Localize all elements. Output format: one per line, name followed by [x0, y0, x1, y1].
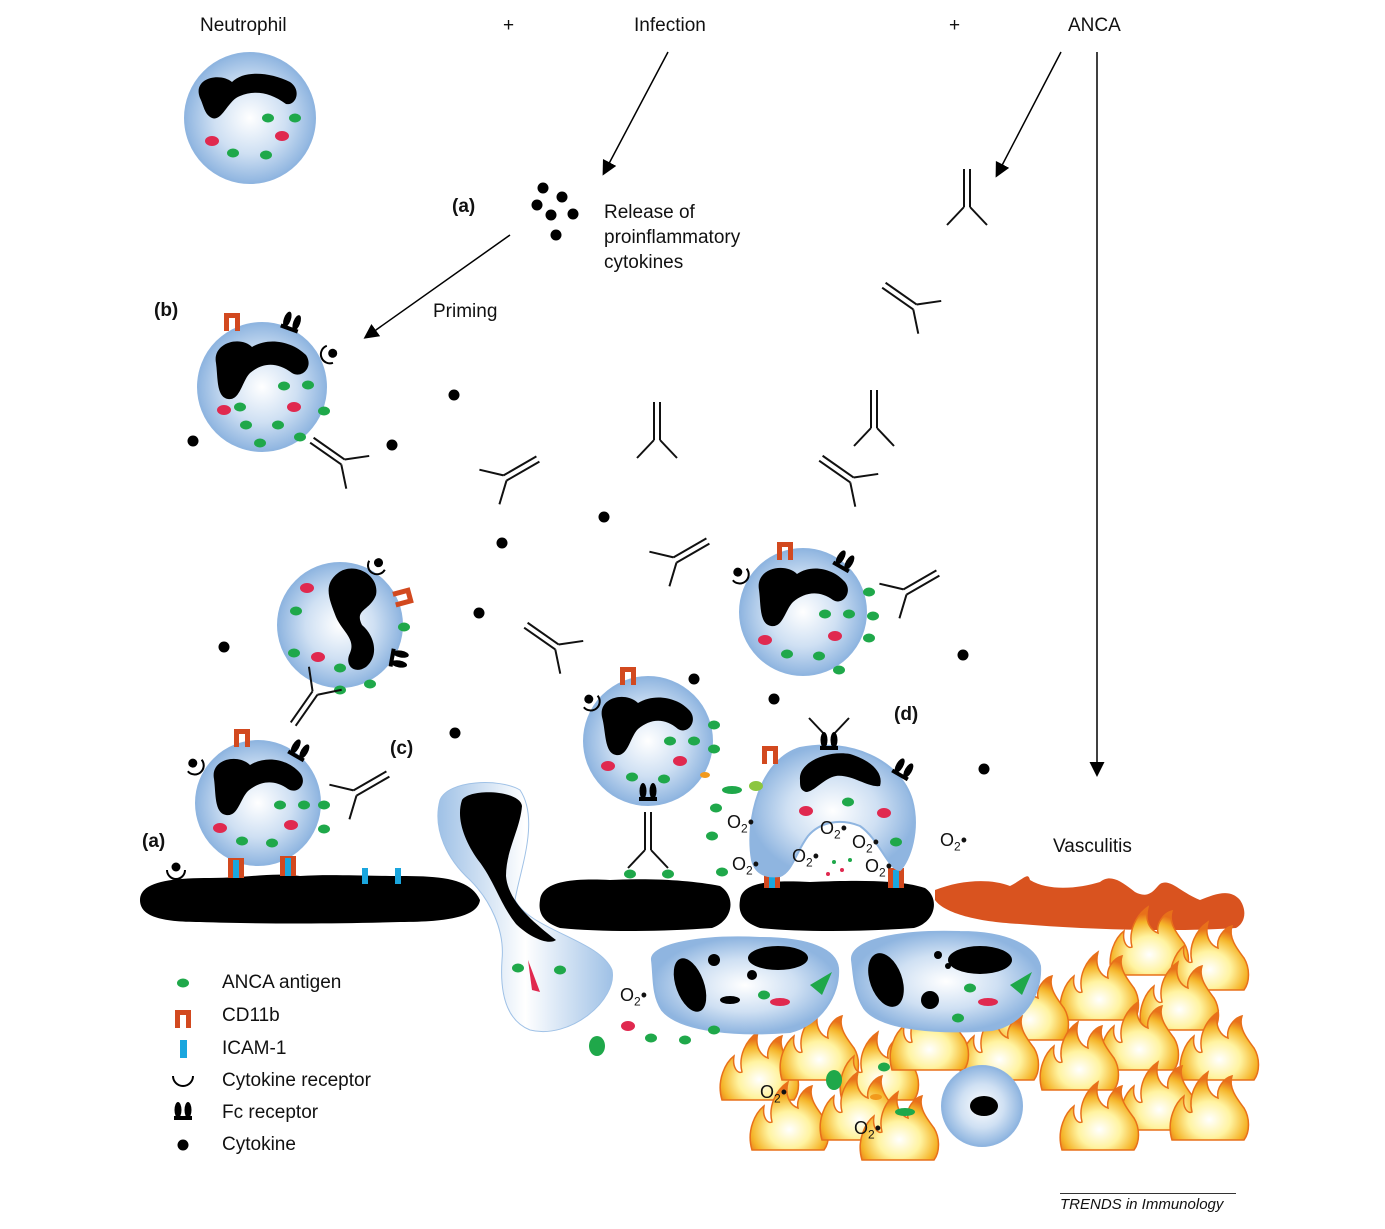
- superoxide-label: O2•: [760, 1082, 788, 1106]
- neutrophil-label: Neutrophil: [200, 15, 287, 36]
- endothelium-left: [140, 856, 480, 924]
- neutrophil-c-lower: [181, 729, 330, 866]
- endothelium-middle: [539, 879, 731, 931]
- neutrophil-d-lower: [749, 732, 916, 878]
- damaged-cell-left: [651, 936, 840, 1035]
- primed-neutrophil: [197, 310, 342, 452]
- released-cytokines: [531, 182, 579, 241]
- legend-label-cytokine-receptor: Cytokine receptor: [222, 1070, 371, 1091]
- legend-label-anca-antigen: ANCA antigen: [222, 972, 342, 993]
- legend-label-fc-receptor: Fc receptor: [222, 1102, 319, 1123]
- vasculitis-label: Vasculitis: [1053, 836, 1132, 857]
- superoxide-label: O2•: [792, 846, 820, 870]
- small-cell: [941, 1065, 1023, 1147]
- release-line-2: proinflammatory: [604, 227, 741, 248]
- cytokine-icon: [177, 1139, 189, 1151]
- superoxide-label: O2•: [820, 818, 848, 842]
- priming-arrow: [363, 234, 511, 339]
- icam-1-icon: [180, 1040, 187, 1058]
- infection-arrow: [602, 51, 669, 176]
- plus-sign-2: +: [949, 15, 961, 36]
- neutrophil-d-upper: [726, 542, 879, 676]
- superoxide-label: O2•: [852, 832, 880, 856]
- endothelium-right: [739, 868, 934, 931]
- superoxide-label: O2•: [865, 856, 893, 880]
- superoxide-label: O2•: [940, 830, 968, 854]
- infection-label: Infection: [634, 15, 706, 36]
- resting-neutrophil: [184, 52, 316, 184]
- bound-antibody-middle: [627, 811, 669, 869]
- journal-credit: TRENDS in Immunology: [1060, 1193, 1236, 1213]
- legend-label-icam-1: ICAM-1: [222, 1038, 287, 1059]
- step-d-label: (d): [894, 704, 919, 725]
- anca-label: ANCA: [1068, 15, 1121, 36]
- step-a-label-top: (a): [452, 196, 476, 217]
- legend-label-cytokine: Cytokine: [222, 1134, 296, 1155]
- release-line-1: Release of: [604, 202, 695, 223]
- legend-label-cd11b: CD11b: [222, 1005, 280, 1026]
- fc-receptor-icon: [174, 1102, 192, 1120]
- anca-arrow: [995, 51, 1062, 178]
- step-a-label-bottom: (a): [142, 831, 166, 852]
- legend-icons: [172, 978, 194, 1151]
- step-c-label: (c): [390, 738, 414, 759]
- plus-sign-1: +: [503, 15, 515, 36]
- priming-label: Priming: [433, 301, 498, 322]
- released-antigens-lower: [589, 1021, 915, 1116]
- release-line-3: cytokines: [604, 252, 684, 273]
- superoxide-label: O2•: [732, 854, 760, 878]
- neutrophil-c-upper: [277, 553, 414, 695]
- superoxide-label: O2•: [854, 1118, 882, 1142]
- step-b-label: (b): [154, 300, 179, 321]
- adhering-neutrophil: [577, 667, 720, 806]
- damaged-cell-right: [850, 930, 1042, 1033]
- anca-antigen-icon: [177, 978, 189, 988]
- superoxide-label: O2•: [620, 985, 648, 1009]
- icam-1-markers: [228, 856, 401, 884]
- cytokine-receptor-icon: [172, 1075, 194, 1087]
- superoxide-label: O2•: [727, 812, 755, 836]
- cd11b-icon: [175, 1010, 191, 1028]
- transmigrating-neutrophil: [437, 782, 613, 1032]
- released-antigens: [624, 772, 852, 879]
- damaged-vessel-wall: [935, 876, 1245, 931]
